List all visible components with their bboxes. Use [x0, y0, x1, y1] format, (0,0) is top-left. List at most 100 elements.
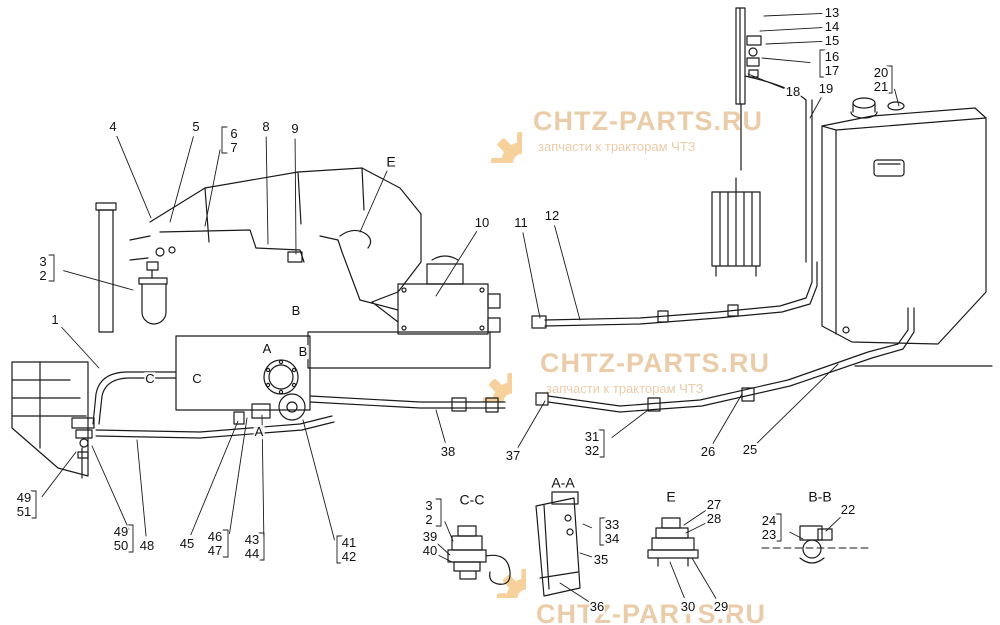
gauge-assembly [735, 7, 807, 171]
callout-label: 34 [603, 531, 621, 547]
leader-line [116, 135, 152, 219]
leader-line [265, 136, 269, 245]
callout-label: 13 [823, 5, 841, 21]
callout-label: 31 [583, 429, 601, 445]
callout-label: 51 [15, 504, 33, 520]
callout-label: 20 [872, 65, 890, 81]
callout-bracket [598, 429, 605, 458]
section-cut-mark: A [253, 424, 265, 440]
callout-bracket [775, 513, 782, 542]
leader-line [302, 419, 335, 541]
fuel-pipes-right [531, 261, 915, 413]
callout-bracket [336, 535, 343, 564]
callout-bracket [435, 498, 442, 527]
callout-label: 25 [741, 442, 759, 458]
section-cut-mark: B [290, 303, 302, 319]
callout-bracket [48, 254, 55, 282]
callout-label: 4 [108, 119, 118, 135]
watermark-site-text: CHTZ-PARTS.RU [540, 348, 770, 378]
view-label: E [385, 153, 397, 170]
callout-label: 19 [817, 81, 835, 97]
leader-line [582, 523, 592, 529]
leader-line [136, 439, 147, 537]
callout-label: 2 [424, 512, 434, 528]
callout-label: 9 [290, 121, 300, 137]
section-cut-mark: C [191, 371, 203, 387]
callout-label: 14 [823, 19, 841, 35]
callout-label: 45 [178, 536, 196, 552]
leader-line [579, 552, 592, 558]
leader-line [712, 393, 743, 444]
callout-label: 42 [340, 549, 358, 565]
radiator-block [711, 177, 761, 277]
callout-label: 35 [592, 552, 610, 568]
watermark-subtitle-text: запчасти к тракторам ЧТЗ [546, 381, 704, 396]
callout-label: 39 [421, 529, 439, 545]
engine-left [95, 167, 422, 333]
callout-label: 1 [50, 312, 60, 328]
section-title: C-C [458, 491, 486, 508]
leader-line [438, 555, 453, 563]
section-aa-view [535, 491, 581, 597]
leader-line [435, 409, 446, 443]
section-bb-view [761, 525, 869, 564]
leader-line [517, 400, 546, 448]
callout-label: 10 [473, 215, 491, 231]
callout-label: 12 [543, 208, 561, 224]
leader-line [691, 557, 717, 599]
callout-label: 5 [191, 119, 201, 135]
leader-line [894, 88, 900, 107]
callout-bracket [221, 126, 228, 154]
callout-bracket [127, 524, 134, 553]
callout-label: 36 [588, 599, 606, 615]
callout-bracket [222, 529, 229, 558]
callout-label: 22 [839, 502, 857, 518]
callout-label: 6 [229, 126, 239, 142]
callout-label: 47 [206, 543, 224, 559]
callout-label: 18 [784, 84, 802, 100]
section-e-view [647, 517, 699, 567]
callout-label: 44 [243, 546, 261, 562]
front-weight [11, 361, 95, 479]
leader-line [559, 582, 590, 603]
callout-label: 3 [38, 254, 48, 270]
leader-line [204, 149, 221, 227]
callout-bracket [886, 65, 893, 94]
leader-line [436, 543, 451, 556]
section-cut-mark: B [297, 344, 309, 360]
leader-line [685, 523, 706, 534]
callout-label: 17 [823, 63, 841, 79]
hydraulic-box [92, 335, 506, 439]
callout-label: 41 [340, 535, 358, 551]
callout-label: 40 [421, 543, 439, 559]
leader-line [789, 531, 804, 540]
callout-label: 23 [760, 527, 778, 543]
callout-label: 27 [705, 497, 723, 513]
callout-label: 33 [603, 517, 621, 533]
callout-label: 7 [229, 140, 239, 156]
callout-label: 24 [760, 513, 778, 529]
callout-label: 46 [206, 529, 224, 545]
callout-label: 21 [872, 79, 890, 95]
leader-line [669, 561, 685, 599]
leader-line [435, 231, 478, 297]
leader-line [683, 510, 707, 526]
leader-line [63, 270, 134, 291]
callout-label: 28 [705, 511, 723, 527]
section-title: E [665, 488, 677, 505]
callout-label: 29 [712, 599, 730, 615]
section-title: B-B [807, 488, 833, 505]
leader-line [747, 73, 785, 89]
leader-line [825, 516, 842, 532]
fuel-tank [805, 97, 993, 367]
callout-label: 2 [38, 268, 48, 284]
leader-line [444, 521, 454, 542]
callout-label: 49 [112, 524, 130, 540]
callout-label: 38 [439, 444, 457, 460]
callout-label: 32 [583, 443, 601, 459]
callout-label: 37 [504, 448, 522, 464]
